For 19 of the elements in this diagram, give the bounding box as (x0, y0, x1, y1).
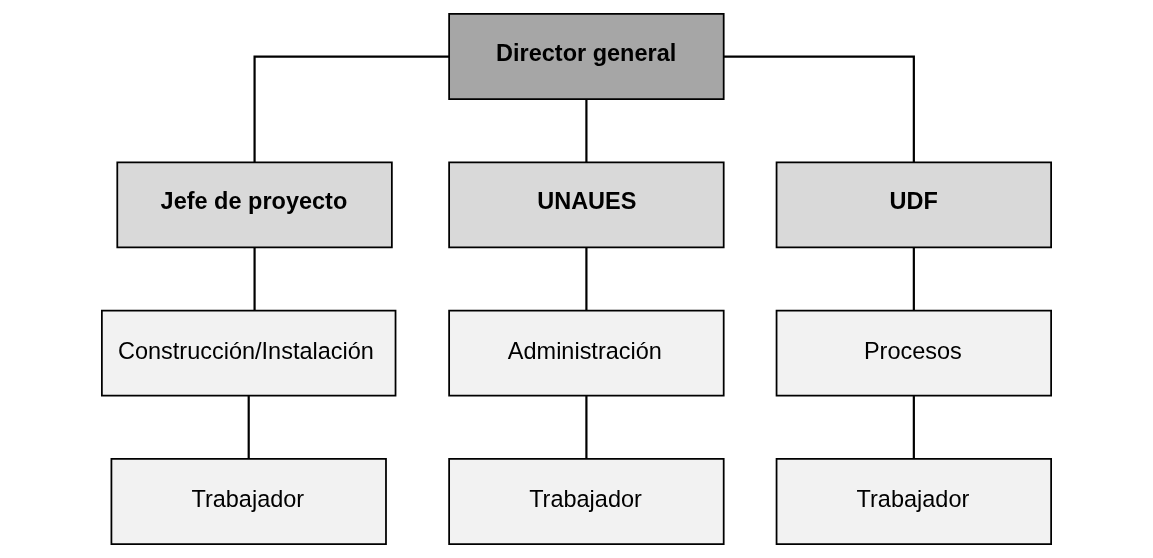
connector (912, 396, 915, 459)
node-box: Trabajador (775, 458, 1052, 545)
connector (247, 396, 250, 459)
connector (585, 99, 588, 163)
connector (585, 247, 588, 311)
connector (253, 55, 450, 162)
connector (723, 55, 915, 162)
node-box: Administración (448, 309, 725, 397)
node-box: Trabajador (110, 458, 387, 545)
node-box: Director general (448, 13, 725, 100)
connector (585, 396, 588, 459)
connector (912, 247, 915, 311)
node-box: Construcción/Instalación (101, 309, 397, 397)
node-box: Jefe de proyecto (116, 161, 393, 249)
node-box: Procesos (775, 309, 1052, 397)
node-box: Trabajador (448, 458, 725, 545)
node-box: UDF (775, 161, 1052, 249)
connector (253, 247, 256, 311)
node-box: UNAUES (448, 161, 725, 249)
